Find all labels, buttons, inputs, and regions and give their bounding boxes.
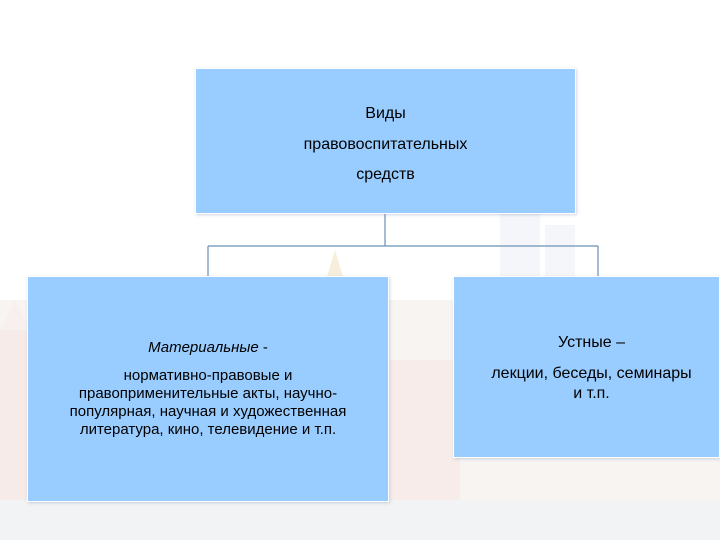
material-node: Материальные - нормативно-правовые и пра… — [27, 276, 389, 502]
root-line-1: Виды — [365, 105, 406, 122]
material-line-2: правоприменительные акты, научно- — [78, 385, 338, 402]
material-title-text: Материальные — [148, 339, 259, 356]
material-line-1: нормативно-правовые и — [123, 367, 293, 384]
oral-title: Устные – — [558, 334, 625, 351]
material-title-dash: - — [258, 339, 268, 356]
root-node: Виды правовоспитательных средств — [195, 68, 576, 214]
root-line-3: средств — [356, 166, 415, 183]
oral-line-1: лекции, беседы, семинары — [491, 365, 692, 382]
oral-line-2: и т.п. — [573, 385, 610, 402]
oral-node: Устные – лекции, беседы, семинары и т.п. — [453, 276, 720, 458]
root-line-2: правовоспитательных — [303, 136, 468, 153]
material-line-4: литература, кино, телевидение и т.п. — [79, 421, 337, 438]
material-title: Материальные - — [8, 339, 408, 356]
material-line-3: популярная, научная и художественная — [69, 403, 347, 420]
